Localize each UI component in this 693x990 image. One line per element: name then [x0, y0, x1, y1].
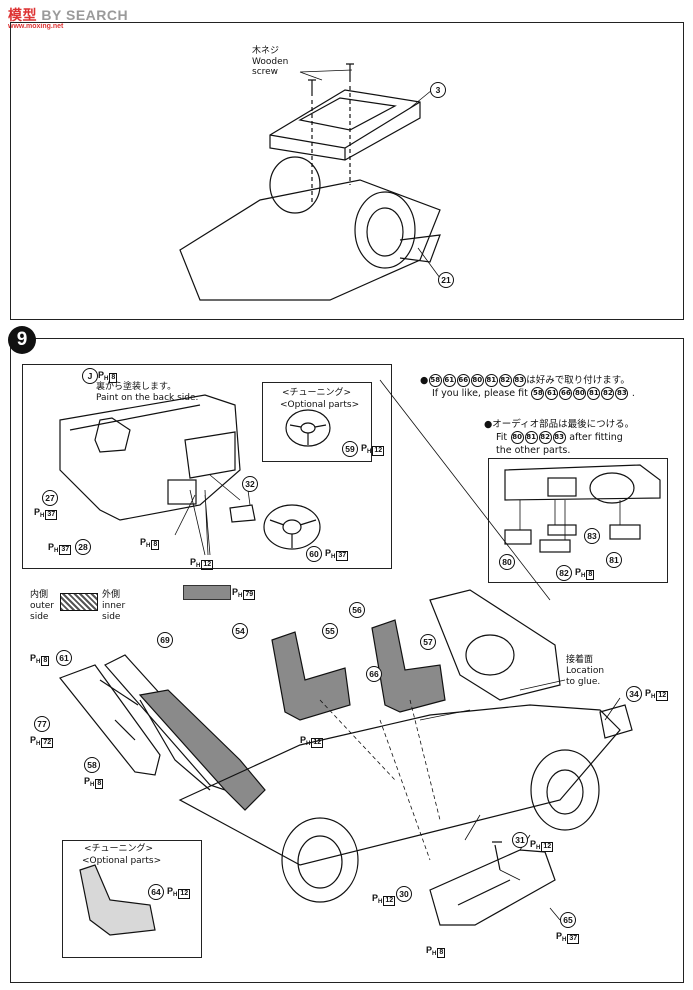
optional-seat-frame	[62, 840, 202, 958]
note-line-5: the other parts.	[496, 445, 571, 456]
part-number-56: 56	[349, 602, 365, 618]
part-number-69: 69	[157, 632, 173, 648]
optional-parts-jp-2: <チューニング>	[84, 844, 154, 854]
part-number-82: 82	[556, 565, 572, 581]
part-number-j: J	[82, 368, 98, 384]
legend-outer-jp: 外側	[102, 590, 121, 600]
part-number-21: 21	[438, 272, 454, 288]
part-number-3: 3	[430, 82, 446, 98]
part-number-58: 58	[84, 757, 100, 773]
part-number-83: 83	[584, 528, 600, 544]
wood-screw-label-en1: Wooden	[252, 57, 289, 67]
wood-screw-label-en2: screw	[252, 67, 279, 77]
part-number-59: 59	[342, 441, 358, 457]
glue-location-jp: 接着面	[566, 655, 594, 665]
rear-seat	[138, 689, 266, 811]
optional-parts-en-2: <Optional parts>	[82, 856, 162, 866]
wood-screw-label-jp: 木ネジ	[252, 46, 280, 56]
part-number-60: 60	[306, 546, 322, 562]
note-line-3: ●オーディオ部品は最後につける。	[484, 419, 635, 430]
console-box	[269, 89, 421, 161]
part-number-80: 80	[499, 554, 515, 570]
glue-location-en2: to glue.	[566, 677, 601, 687]
chassis-top	[179, 179, 441, 301]
part-number-54: 54	[232, 623, 248, 639]
part-number-61: 61	[56, 650, 72, 666]
optional-parts-en-1: <Optional parts>	[280, 400, 360, 410]
watermark-site: www.moxing.net	[8, 23, 64, 30]
part-number-32: 32	[242, 476, 258, 492]
legend-outer-en1: outer	[30, 601, 54, 611]
part-number-31: 31	[512, 832, 528, 848]
part-number-57: 57	[420, 634, 436, 650]
part-number-65: 65	[560, 912, 576, 928]
top-step-frame	[10, 22, 684, 320]
dashboard	[59, 394, 241, 521]
part-number-28: 28	[75, 539, 91, 555]
legend-swatch-icon	[60, 593, 98, 611]
legend-outer-en2: side	[30, 612, 49, 622]
front-seat-left	[271, 631, 351, 721]
center-console	[429, 849, 556, 926]
watermark-logo: 模型 BY SEARCH	[8, 7, 129, 23]
legend-inner-jp: 内側	[30, 590, 49, 600]
paint-back-label-en: Paint on the back side.	[96, 393, 199, 403]
legend-inner-en2: side	[102, 612, 121, 622]
optional-parts-jp-1: <チューニング>	[282, 388, 352, 398]
part-number-27: 27	[42, 490, 58, 506]
part-number-77: 77	[34, 716, 50, 732]
part-number-64: 64	[148, 884, 164, 900]
part-number-30: 30	[396, 886, 412, 902]
legend-inner-en1: inner	[102, 601, 126, 611]
paint-back-label-jp: 裏から塗装します。	[96, 382, 177, 392]
part-number-34: 34	[626, 686, 642, 702]
optional-steering-frame	[262, 382, 372, 462]
part-number-55: 55	[322, 623, 338, 639]
step-9-frame	[10, 338, 684, 983]
part-number-81: 81	[606, 552, 622, 568]
part-number-66: 66	[366, 666, 382, 682]
dashboard-inset-frame	[22, 364, 392, 569]
chassis-main	[178, 704, 621, 866]
front-seat-right	[371, 619, 446, 713]
door-panel	[59, 664, 161, 776]
glue-location-en1: Location	[566, 666, 605, 676]
paint-swatch-gray	[183, 585, 231, 600]
step-number: 9	[8, 326, 36, 354]
